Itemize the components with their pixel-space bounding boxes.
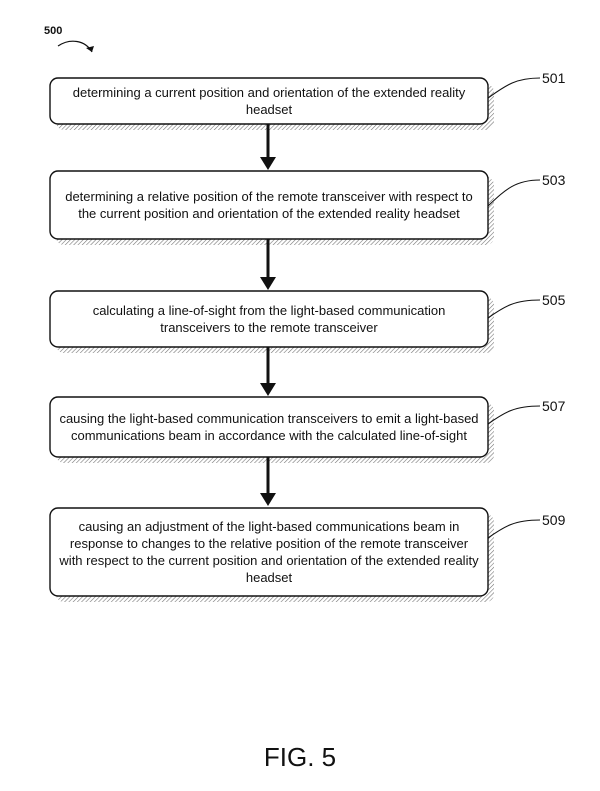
step-box-503 [49, 170, 541, 245]
step-box-505 [49, 290, 541, 353]
step-box-509 [49, 507, 541, 602]
step-ref-503: 503 [542, 172, 566, 188]
step-ref-509: 509 [542, 512, 566, 528]
step-ref-501: 501 [542, 70, 566, 86]
step-text-509: causing an adjustment of the light-based… [59, 519, 479, 585]
figure-caption: FIG. 5 [263, 742, 337, 772]
figure-reference-number: 500 [44, 25, 63, 37]
step-box-501 [49, 77, 541, 130]
step-text-507: causing the light-based communication tr… [59, 411, 479, 443]
step-text-503: determining a relative position of the r… [65, 189, 473, 221]
step-ref-505: 505 [542, 292, 566, 308]
step-text-501: determining a current position and orien… [72, 85, 466, 117]
step-ref-507: 507 [542, 398, 566, 414]
step-text-505: calculating a line-of-sight from the lig… [92, 303, 446, 335]
step-box-507 [49, 396, 541, 463]
figure-ref-arrow [57, 40, 93, 53]
figure-ref-arrowhead [86, 46, 94, 52]
